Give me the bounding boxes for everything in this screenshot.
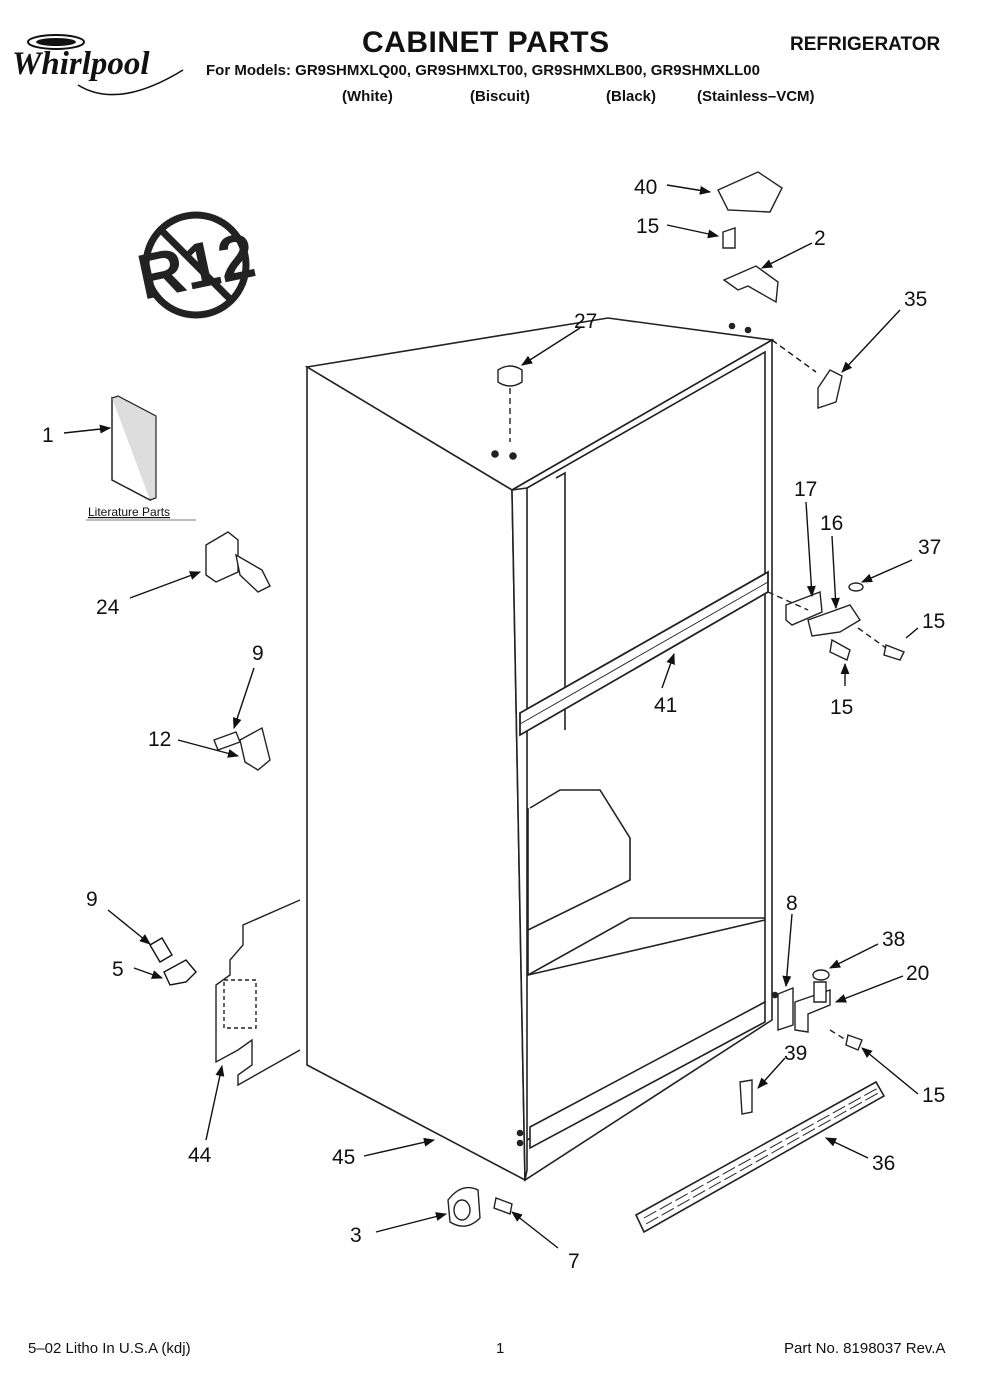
model-list: For Models: GR9SHMXLQ00, GR9SHMXLT00, GR… bbox=[206, 62, 760, 79]
color-stainless: (Stainless–VCM) bbox=[697, 88, 815, 105]
whirlpool-logo: Whirlpool bbox=[12, 34, 184, 96]
callout-40: 40 bbox=[634, 176, 657, 199]
base-grille-part bbox=[634, 1080, 886, 1234]
callout-39: 39 bbox=[784, 1042, 807, 1065]
callout-15-top: 15 bbox=[636, 215, 659, 238]
callout-27: 27 bbox=[574, 310, 597, 333]
callout-15-hinge-a: 15 bbox=[922, 610, 945, 633]
callout-8: 8 bbox=[786, 892, 798, 915]
color-biscuit: (Biscuit) bbox=[470, 88, 530, 105]
leveling-leg-parts bbox=[447, 1186, 513, 1227]
callout-15-hinge-b: 15 bbox=[830, 696, 853, 719]
refrigerator-cabinet bbox=[304, 317, 779, 1182]
literature-booklet-part: Literature Parts bbox=[86, 395, 196, 521]
callout-2: 2 bbox=[814, 227, 826, 250]
callout-15-bottom: 15 bbox=[922, 1084, 945, 1107]
callout-36: 36 bbox=[872, 1152, 895, 1175]
logo-wordmark: Whirlpool bbox=[12, 46, 150, 82]
top-hinge-parts bbox=[497, 171, 843, 442]
callout-12: 12 bbox=[148, 728, 171, 751]
callout-38: 38 bbox=[882, 928, 905, 951]
callout-3: 3 bbox=[350, 1224, 362, 1247]
footer-part-number: Part No. 8198037 Rev.A bbox=[784, 1340, 946, 1357]
callout-20: 20 bbox=[906, 962, 929, 985]
callout-37: 37 bbox=[918, 536, 941, 559]
no-r12-icon: R12 bbox=[131, 211, 261, 319]
callout-9-upper: 9 bbox=[252, 642, 264, 665]
callout-1: 1 bbox=[42, 424, 54, 447]
callout-16: 16 bbox=[820, 512, 843, 535]
color-black: (Black) bbox=[606, 88, 657, 105]
callout-17: 17 bbox=[794, 478, 817, 501]
door-stop-parts bbox=[205, 531, 271, 771]
callout-numbers: 40 15 2 35 27 1 17 16 37 15 15 41 24 9 1… bbox=[42, 176, 945, 1273]
callout-5: 5 bbox=[112, 958, 124, 981]
callout-41: 41 bbox=[654, 694, 677, 717]
callout-leaders bbox=[63, 184, 919, 1249]
color-white: (White) bbox=[342, 88, 393, 105]
lower-hinge-parts bbox=[739, 969, 863, 1115]
callout-44: 44 bbox=[188, 1144, 212, 1167]
callout-7: 7 bbox=[568, 1250, 580, 1273]
side-bracket-part bbox=[215, 899, 301, 1087]
callout-45: 45 bbox=[332, 1146, 355, 1169]
callout-9-lower: 9 bbox=[86, 888, 98, 911]
literature-parts-label: Literature Parts bbox=[88, 505, 170, 519]
footer-page-number: 1 bbox=[496, 1340, 505, 1357]
page-title: CABINET PARTS bbox=[362, 26, 610, 59]
callout-24: 24 bbox=[96, 596, 120, 619]
footer-print-info: 5–02 Litho In U.S.A (kdj) bbox=[28, 1340, 191, 1357]
middle-hinge-parts bbox=[767, 582, 905, 661]
appliance-type: REFRIGERATOR bbox=[790, 34, 941, 55]
callout-35: 35 bbox=[904, 288, 927, 311]
